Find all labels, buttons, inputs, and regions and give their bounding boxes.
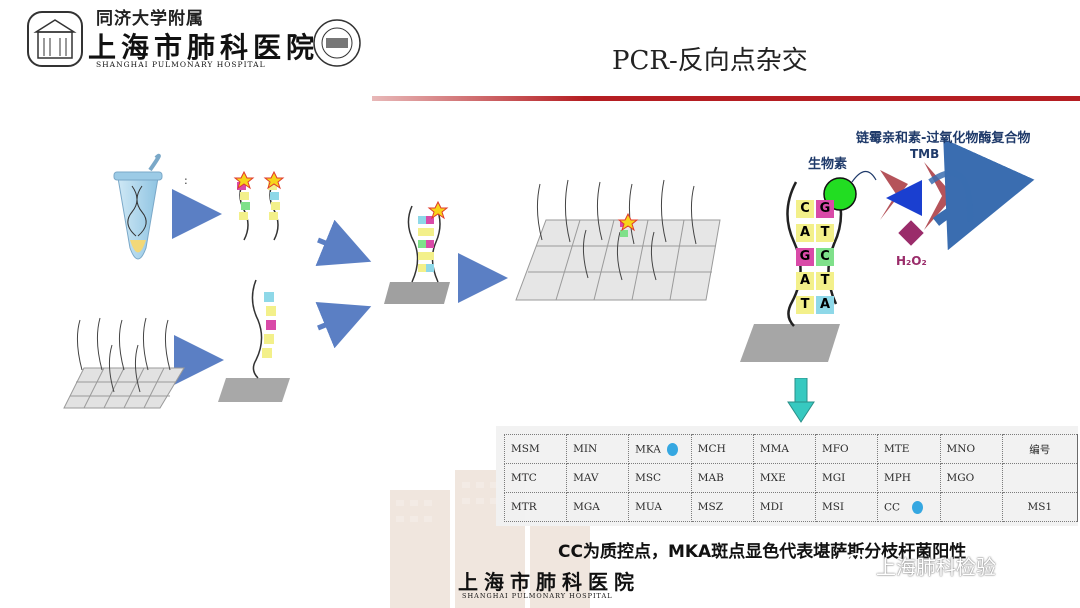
table-cell: MSM bbox=[503, 434, 568, 464]
table-row: MSM MIN MKA MCH MMA MFO MTE MNO 编号 bbox=[503, 434, 1079, 464]
table-cell: MTE bbox=[876, 434, 941, 464]
table-cell: 编号 bbox=[1001, 434, 1079, 464]
result-panel: MSM MIN MKA MCH MMA MFO MTE MNO 编号 MTC M… bbox=[496, 426, 1079, 526]
table-cell: MTR bbox=[503, 492, 568, 522]
base-right-4: T bbox=[816, 272, 834, 290]
table-cell: MGI bbox=[814, 463, 878, 493]
svg-text::: : bbox=[184, 174, 188, 187]
reaction-arrow-icon bbox=[932, 138, 1035, 251]
university-seal-icon bbox=[313, 19, 361, 67]
table-cell: MGO bbox=[939, 463, 1003, 493]
hospital-logo-icon bbox=[27, 11, 83, 67]
watermark-text: 上海肺科检验 bbox=[876, 555, 996, 579]
org-name-en: SHANGHAI PULMONARY HOSPITAL bbox=[96, 60, 266, 69]
positive-spot-icon bbox=[666, 442, 678, 456]
slide-title: PCR-反向点杂交 bbox=[612, 46, 808, 76]
table-cell: MMA bbox=[752, 434, 816, 464]
footer-org-name-en: SHANGHAI PULMONARY HOSPITAL bbox=[462, 592, 613, 600]
table-row: MTC MAV MSC MAB MXE MGI MPH MGO bbox=[503, 463, 1079, 493]
control-spot-icon bbox=[912, 500, 924, 514]
complex-label: 链霉亲和素-过氧化物酶复合物 bbox=[856, 131, 1031, 146]
table-cell: MIN bbox=[566, 434, 630, 464]
down-arrow-icon bbox=[787, 378, 815, 423]
process-diagram: : bbox=[63, 153, 721, 409]
flow-arrow-3 bbox=[315, 302, 372, 349]
peroxidase-icon bbox=[886, 180, 922, 216]
base-left-4: A bbox=[796, 272, 814, 290]
table-cell: MDI bbox=[752, 492, 816, 522]
table-cell: MAV bbox=[566, 463, 630, 493]
labeled-amplicons bbox=[233, 170, 285, 241]
membrane-square bbox=[740, 324, 840, 362]
base-left-5: T bbox=[796, 296, 814, 314]
title-rule bbox=[372, 96, 1080, 101]
table-cell: MNO bbox=[939, 434, 1003, 464]
tmb-label: TMB bbox=[910, 147, 940, 161]
base-left-2: A bbox=[796, 224, 814, 242]
base-right-2: T bbox=[816, 224, 834, 242]
h2o2-icon bbox=[898, 220, 924, 246]
biotin-label: 生物素 bbox=[808, 157, 848, 172]
table-cell bbox=[939, 492, 1003, 522]
org-name: 上海市肺科医院 bbox=[88, 31, 320, 64]
table-cell: MSI bbox=[814, 492, 878, 522]
base-left-3: G bbox=[796, 248, 814, 266]
flow-arrow-2 bbox=[315, 219, 372, 266]
table-cell: MSZ bbox=[690, 492, 754, 522]
strand-left bbox=[786, 181, 802, 327]
detection-detail bbox=[740, 138, 1035, 362]
table-cell bbox=[1001, 463, 1079, 493]
table-cell: MTC bbox=[503, 463, 568, 493]
table-cell: MAB bbox=[690, 463, 754, 493]
base-right-3: C bbox=[816, 248, 834, 266]
hybridized-duplex bbox=[384, 200, 450, 304]
pcr-tube-icon bbox=[113, 153, 163, 260]
table-row: MTR MGA MUA MSZ MDI MSI CC MS1 bbox=[503, 492, 1079, 522]
table-cell: CC bbox=[876, 492, 941, 522]
base-right-5: A bbox=[816, 296, 834, 314]
streptavidin-icon bbox=[880, 170, 908, 220]
membrane-grid-small bbox=[63, 317, 185, 409]
table-cell: MGA bbox=[566, 492, 630, 522]
table-cell: MUA bbox=[628, 492, 692, 522]
table-cell: MCH bbox=[690, 434, 754, 464]
table-cell: MKA bbox=[628, 434, 692, 464]
result-table: MSM MIN MKA MCH MMA MFO MTE MNO 编号 MTC M… bbox=[503, 434, 1079, 522]
table-cell: MSC bbox=[628, 463, 692, 493]
wechat-icon bbox=[846, 553, 871, 573]
table-cell: MS1 bbox=[1001, 492, 1079, 522]
base-left-1: C bbox=[796, 200, 814, 218]
h2o2-label: H₂O₂ bbox=[896, 254, 927, 268]
table-cell: MXE bbox=[752, 463, 816, 493]
footer-org-name: 上海市肺科医院 bbox=[458, 570, 640, 594]
membrane-grid-large bbox=[515, 179, 721, 301]
org-affiliation: 同济大学附属 bbox=[96, 9, 204, 29]
table-cell: MPH bbox=[876, 463, 941, 493]
base-right-1: G bbox=[816, 200, 834, 218]
probe-on-membrane bbox=[218, 279, 290, 402]
table-cell: MFO bbox=[814, 434, 878, 464]
